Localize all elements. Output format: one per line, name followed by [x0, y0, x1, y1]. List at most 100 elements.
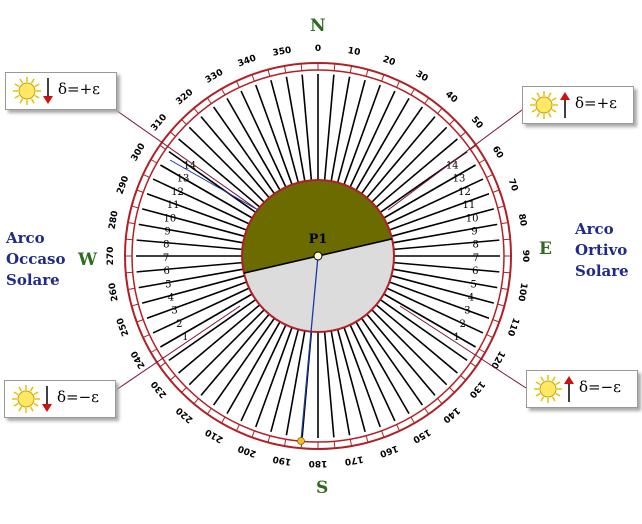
- scale-number-right: 2: [459, 319, 465, 330]
- ring-tick: [381, 430, 385, 438]
- azimuth-spoke: [366, 116, 436, 199]
- ring-tick: [267, 435, 271, 443]
- azimuth-spoke: [138, 268, 244, 289]
- scale-number-right: 5: [471, 279, 477, 290]
- sunset-arc-line-1: Arco: [6, 229, 45, 247]
- ring-tick: [235, 80, 240, 88]
- sun-ray: [536, 112, 541, 118]
- azimuth-tick-label: 120: [488, 349, 506, 370]
- ring-tick: [478, 159, 486, 164]
- sun-ray: [33, 391, 39, 396]
- azimuth-spoke: [141, 208, 245, 238]
- sun-ray: [551, 97, 557, 102]
- scale-number-right: 13: [453, 174, 466, 185]
- scale-number-left: 10: [163, 213, 176, 224]
- azimuth-spoke: [389, 193, 490, 231]
- sun-disk: [17, 390, 35, 408]
- azimuth-spoke: [383, 164, 477, 219]
- azimuth-spoke: [188, 126, 265, 203]
- ring-tick: [501, 221, 509, 225]
- azimuth-spoke: [152, 287, 250, 334]
- ring-tick: [159, 362, 166, 368]
- ring-tick: [460, 131, 467, 137]
- azimuth-spoke: [360, 317, 424, 406]
- callout-top-left: δ=+ε: [5, 72, 117, 110]
- sun-ray: [540, 396, 545, 402]
- azimuth-spoke: [255, 327, 293, 428]
- azimuth-tick-label: 260: [108, 282, 121, 302]
- scale-number-right: 6: [472, 266, 478, 277]
- ring-tick: [127, 221, 135, 225]
- scale-number-right: 14: [446, 161, 459, 172]
- azimuth-spoke: [136, 261, 243, 273]
- azimuth-tick-label: 50: [469, 115, 485, 131]
- declination-formula: δ=+ε: [58, 80, 100, 98]
- ring-tick: [503, 238, 511, 241]
- azimuth-tick-label: 140: [441, 405, 462, 425]
- ring-tick: [283, 439, 287, 447]
- ring-tick: [492, 319, 500, 323]
- ring-tick: [150, 348, 158, 353]
- azimuth-spoke: [379, 298, 468, 362]
- sunset-arc-line-2: Occaso: [6, 250, 66, 268]
- azimuth-spoke: [355, 97, 410, 191]
- scale-number-right: 12: [458, 187, 471, 198]
- ring-tick: [410, 416, 415, 424]
- scale-number-right: 8: [472, 240, 478, 251]
- callout-pointer-line: [387, 109, 523, 211]
- ring-tick: [125, 271, 133, 274]
- callout-bottom-right: δ=−ε: [526, 370, 638, 408]
- ring-tick: [437, 398, 443, 405]
- azimuth-spoke: [336, 79, 366, 183]
- azimuth-tick-label: 240: [130, 349, 148, 370]
- ring-tick: [136, 319, 144, 323]
- ring-tick: [131, 303, 139, 307]
- azimuth-tick-label: 310: [150, 113, 170, 134]
- azimuth-spoke: [393, 261, 500, 273]
- sun-ray: [536, 92, 541, 98]
- azimuth-tick-label: 250: [116, 316, 132, 337]
- west-label: W: [78, 250, 98, 270]
- south-label: S: [316, 478, 329, 498]
- sun-ray: [14, 94, 20, 99]
- sun-ray: [34, 83, 40, 88]
- azimuth-tick-label: 10: [347, 46, 361, 58]
- ring-tick: [410, 88, 415, 96]
- ring-tick: [365, 435, 369, 443]
- sun-disk: [535, 96, 553, 114]
- callout-top-right: δ=+ε: [522, 86, 634, 124]
- sun-ray: [13, 391, 19, 396]
- azimuth-spoke: [141, 274, 245, 304]
- azimuth-spoke: [168, 298, 257, 362]
- ring-tick: [251, 74, 255, 82]
- scale-number-left: 11: [167, 200, 180, 211]
- scale-number-right: 4: [468, 293, 474, 304]
- sun-ray: [18, 406, 23, 412]
- azimuth-tick-label: 0: [315, 44, 321, 54]
- sun-shadow-line: [300, 255, 319, 442]
- ring-tick: [349, 439, 353, 447]
- sun-icon: [530, 91, 558, 119]
- scale-number-right: 9: [471, 227, 477, 238]
- azimuth-spoke: [375, 138, 458, 208]
- azimuth-spoke: [343, 84, 381, 185]
- azimuth-spoke: [330, 330, 351, 436]
- ring-tick: [193, 107, 199, 114]
- azimuth-spoke: [146, 193, 247, 231]
- arrow-up-icon: [560, 92, 570, 118]
- azimuth-spoke: [393, 239, 500, 251]
- ring-tick: [221, 88, 226, 96]
- sun-ray: [535, 392, 541, 397]
- ring-tick: [460, 375, 467, 381]
- scale-number-left: 2: [176, 319, 182, 330]
- azimuth-spoke: [336, 329, 366, 433]
- scale-number-left: 8: [163, 240, 169, 251]
- azimuth-spoke: [226, 97, 281, 191]
- scale-number-left: 3: [171, 306, 177, 317]
- ring-tick: [497, 303, 505, 307]
- sun-ray: [547, 92, 552, 98]
- sun-ray: [30, 78, 35, 84]
- azimuth-spoke: [383, 293, 477, 348]
- azimuth-tick-label: 80: [516, 213, 528, 227]
